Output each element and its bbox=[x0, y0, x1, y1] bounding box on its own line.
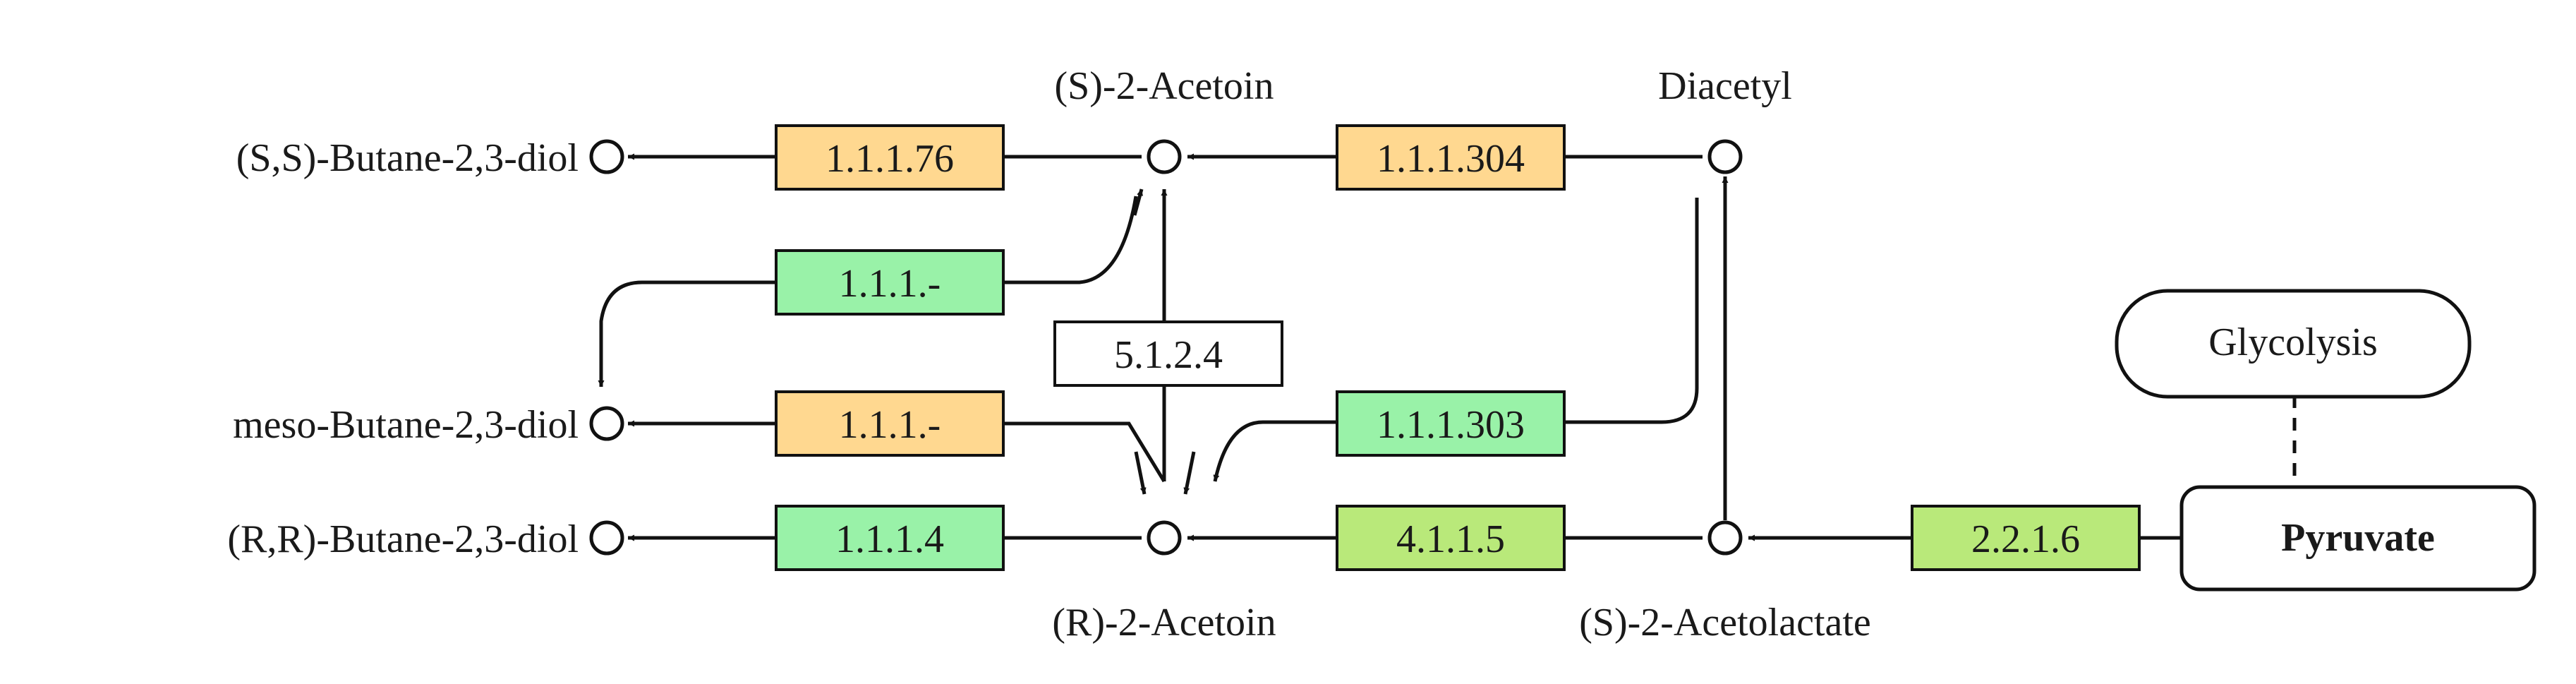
enzyme-label-1-1-1-dash-yellow: 1.1.1.- bbox=[839, 403, 941, 447]
enzyme-label-2-2-1-6: 2.2.1.6 bbox=[1971, 517, 2080, 561]
enzyme-label-1-1-1-4: 1.1.1.4 bbox=[835, 517, 944, 561]
enzyme-label-5-1-2-4: 5.1.2.4 bbox=[1114, 333, 1223, 377]
enzyme-label-1-1-1-304: 1.1.1.304 bbox=[1377, 137, 1525, 181]
compound-label-rr-butanediol: (R,R)-Butane-2,3-diol bbox=[227, 517, 579, 561]
compound-label-s-acetolactate: (S)-2-Acetolactate bbox=[1579, 601, 1871, 644]
enzyme-box-1-1-1-303[interactable]: 1.1.1.303 bbox=[1336, 390, 1566, 457]
edge-s-acetoin-left-arrow bbox=[1132, 188, 1144, 216]
enzyme-label-1-1-1-76: 1.1.1.76 bbox=[826, 137, 954, 181]
map-label-pyruvate: Pyruvate bbox=[2281, 516, 2435, 560]
compound-label-diacetyl: Diacetyl bbox=[1658, 64, 1792, 108]
map-box-pyruvate[interactable]: Pyruvate bbox=[2179, 485, 2536, 592]
compound-node-rr-butanediol[interactable] bbox=[589, 520, 624, 556]
enzyme-box-1-1-1-dash-yellow[interactable]: 1.1.1.- bbox=[775, 390, 1005, 457]
enzyme-label-4-1-1-5: 4.1.1.5 bbox=[1396, 517, 1505, 561]
compound-node-r-acetoin[interactable] bbox=[1147, 520, 1182, 556]
compound-label-ss-butanediol: (S,S)-Butane-2,3-diol bbox=[236, 136, 579, 180]
map-label-glycolysis: Glycolysis bbox=[2208, 320, 2378, 364]
compound-node-s-acetoin[interactable] bbox=[1147, 139, 1182, 174]
enzyme-box-4-1-1-5[interactable]: 4.1.1.5 bbox=[1336, 505, 1566, 571]
compound-label-s-acetoin: (S)-2-Acetoin bbox=[1054, 64, 1274, 108]
map-box-glycolysis[interactable]: Glycolysis bbox=[2115, 289, 2472, 399]
enzyme-box-1-1-1-304[interactable]: 1.1.1.304 bbox=[1336, 124, 1566, 191]
compound-node-s-acetolactate[interactable] bbox=[1707, 520, 1743, 556]
edge-diacetyl-to-r-acetoin bbox=[1213, 198, 1699, 482]
enzyme-label-1-1-1-303: 1.1.1.303 bbox=[1377, 403, 1525, 447]
enzyme-box-1-1-1-dash-green[interactable]: 1.1.1.- bbox=[775, 249, 1005, 316]
compound-label-r-acetoin: (R)-2-Acetoin bbox=[1052, 601, 1276, 644]
edge-s-acetoin-to-meso-butanediol bbox=[598, 196, 1138, 387]
compound-node-meso-butanediol[interactable] bbox=[589, 406, 624, 441]
compound-label-meso-butanediol: meso-Butane-2,3-diol bbox=[233, 403, 579, 447]
enzyme-label-1-1-1-dash-green: 1.1.1.- bbox=[839, 262, 941, 306]
compound-node-ss-butanediol[interactable] bbox=[589, 139, 624, 174]
enzyme-box-1-1-1-4[interactable]: 1.1.1.4 bbox=[775, 505, 1005, 571]
edge-r-acetoin-arrow-right bbox=[1183, 451, 1196, 495]
enzyme-box-5-1-2-4[interactable]: 5.1.2.4 bbox=[1053, 320, 1283, 387]
enzyme-box-1-1-1-76[interactable]: 1.1.1.76 bbox=[775, 124, 1005, 191]
edge-r-acetoin-arrow-left bbox=[1134, 451, 1147, 495]
enzyme-box-2-2-1-6[interactable]: 2.2.1.6 bbox=[1911, 505, 2141, 571]
compound-node-diacetyl[interactable] bbox=[1707, 139, 1743, 174]
